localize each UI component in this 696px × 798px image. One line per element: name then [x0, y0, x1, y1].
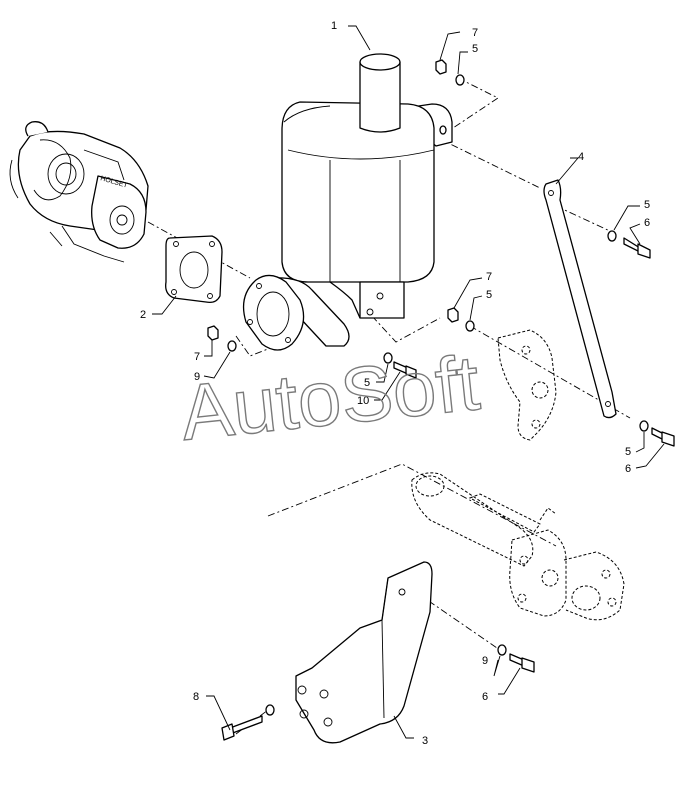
callout-7-left: 7 [194, 351, 200, 363]
washer-9-left [227, 340, 237, 352]
callout-5-middle: 5 [486, 289, 492, 301]
washer-5-right-top [607, 230, 617, 242]
callout-3: 3 [422, 735, 428, 747]
callout-leaders [152, 25, 665, 739]
callout-6-right-top: 6 [644, 217, 650, 229]
washer-5-center [383, 352, 393, 364]
callout-1: 1 [331, 20, 337, 32]
turbocharger-reference: HOLSET [9, 121, 149, 263]
mount-bracket-reference [497, 329, 557, 441]
callout-6-bottom: 6 [482, 691, 488, 703]
lower-bracket-part [295, 561, 433, 744]
nut-7-middle [447, 307, 459, 323]
bolt-8 [229, 715, 263, 735]
callout-5-top: 5 [472, 43, 478, 55]
exhaust-manifold-reference [411, 472, 625, 621]
washer-5-right-bottom [639, 420, 649, 432]
washer-5-top [455, 74, 465, 86]
callout-5-center: 5 [364, 377, 370, 389]
callout-5-right-top: 5 [644, 199, 650, 211]
support-bar-part [543, 179, 617, 419]
nut-7-left [207, 325, 219, 341]
callout-5-right-bottom: 5 [625, 446, 631, 458]
nut-7-top [435, 59, 447, 75]
callout-7-middle: 7 [486, 271, 492, 283]
washer-bottom-left [265, 704, 275, 716]
callout-7-top: 7 [472, 27, 478, 39]
fasteners [207, 59, 675, 741]
callout-6-right-bottom: 6 [625, 463, 631, 475]
watermark: AutoSoft [177, 338, 484, 457]
washer-9-bottom [497, 644, 507, 656]
callout-8: 8 [193, 691, 199, 703]
muffler-part [269, 53, 453, 347]
inlet-flange [242, 274, 305, 351]
callout-9-left: 9 [194, 371, 200, 383]
callout-9-bottom: 9 [482, 655, 488, 667]
gasket-part [165, 235, 223, 304]
washer-5-middle [465, 320, 475, 332]
callout-labels: 1 7 5 4 5 6 7 5 2 7 9 5 10 5 6 9 6 8 3 [140, 20, 650, 747]
callout-4: 4 [578, 151, 584, 163]
callout-10: 10 [357, 395, 369, 407]
callout-2: 2 [140, 309, 146, 321]
